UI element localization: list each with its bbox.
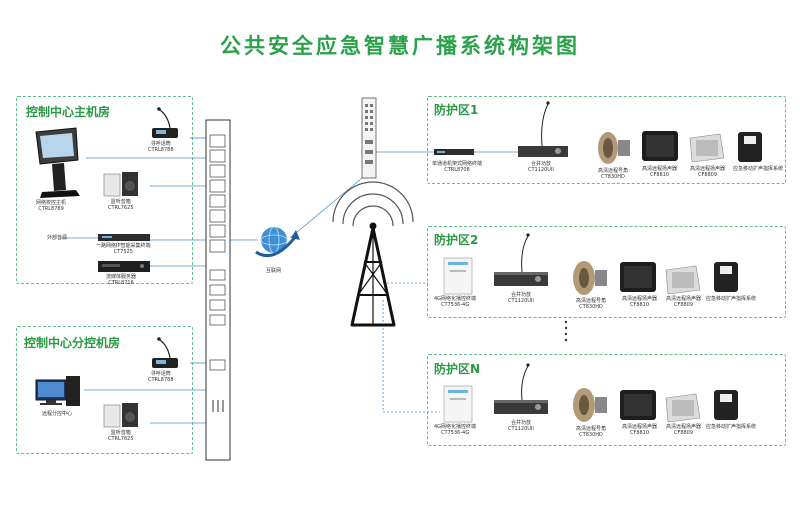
internet-label: 互联网 bbox=[266, 268, 282, 274]
diagram-title: 公共安全应急智慧广播系统构架图 bbox=[220, 34, 580, 58]
area2-box-label: 应急移动扩声指挥系统 bbox=[706, 296, 757, 302]
zone-area-1-label: 防护区1 bbox=[434, 103, 479, 117]
areaN-box-label: 应急移动扩声指挥系统 bbox=[706, 424, 757, 430]
control-console-icon bbox=[35, 127, 80, 198]
zone-area-2-label: 防护区2 bbox=[434, 233, 479, 247]
remote-pc-icon bbox=[35, 376, 80, 406]
area1-terminal-icon bbox=[434, 149, 474, 155]
sub-paging-mic-icon bbox=[152, 337, 178, 368]
internet-globe-icon bbox=[255, 226, 300, 257]
area2-horn-icon bbox=[573, 261, 607, 295]
zone-area-2 bbox=[427, 226, 786, 318]
zone-main-room bbox=[16, 96, 193, 284]
area1-amp-icon bbox=[518, 101, 568, 157]
paging-mic-icon bbox=[152, 107, 178, 138]
zone-sub-room-label: 控制中心分控机房 bbox=[24, 336, 121, 350]
area2-box-icon bbox=[714, 262, 738, 292]
area1-horn-icon bbox=[598, 132, 630, 164]
monitor-speaker-icon bbox=[103, 172, 138, 197]
areaN-speaker2-icon bbox=[665, 393, 701, 423]
area1-box-icon bbox=[738, 132, 762, 162]
media-server-icon bbox=[98, 261, 150, 272]
radio-tower-icon bbox=[332, 181, 414, 327]
sub-pc-label: 远程分控中心 bbox=[42, 411, 73, 417]
encoder-device-icon bbox=[98, 234, 150, 241]
areaN-horn-icon bbox=[573, 388, 607, 422]
zone-main-room-label: 控制中心主机房 bbox=[26, 105, 111, 119]
area2-speaker2-icon bbox=[665, 265, 701, 295]
area2-terminal-icon bbox=[443, 257, 473, 295]
area1-speaker2-icon bbox=[689, 133, 725, 163]
sub-monitor-speaker-icon bbox=[103, 403, 138, 428]
areaN-speaker1-icon bbox=[620, 390, 656, 420]
area2-speaker1-icon bbox=[620, 262, 656, 292]
source-label: 外部音源 bbox=[47, 235, 68, 241]
network-switch-icon bbox=[361, 97, 377, 179]
zone-area-n bbox=[427, 354, 786, 446]
areaN-terminal-icon bbox=[443, 385, 473, 423]
areaN-box-icon bbox=[714, 390, 738, 420]
area1-box-label: 应急移动扩声指挥系统 bbox=[733, 166, 784, 172]
area1-speaker1-icon bbox=[642, 131, 678, 161]
rack-switch bbox=[205, 119, 231, 461]
area2-amp-icon bbox=[494, 233, 548, 286]
areaN-amp-icon bbox=[494, 363, 548, 414]
zone-area-n-label: 防护区N bbox=[434, 362, 481, 376]
zone-area-1 bbox=[427, 96, 786, 184]
